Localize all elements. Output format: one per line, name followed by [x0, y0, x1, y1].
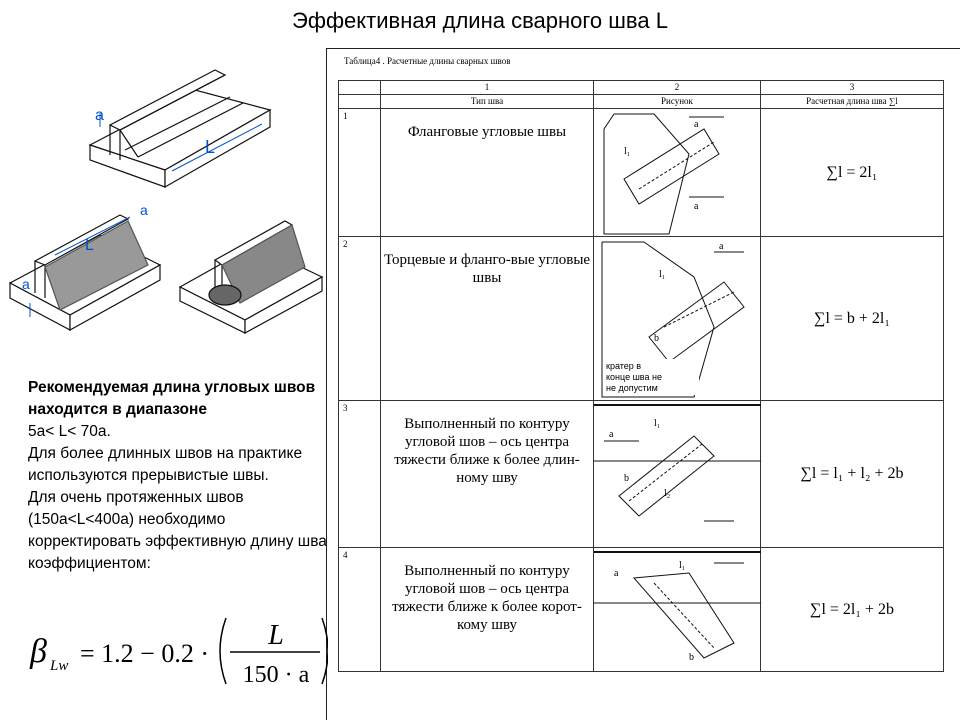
fig-label-b: b: [654, 333, 659, 344]
row-number: 3: [338, 400, 381, 548]
table-caption: Таблица4 . Расчетные длины сварных швов: [344, 56, 511, 66]
fig-label-l1: l₁: [679, 560, 685, 571]
row-number: 2: [338, 236, 381, 401]
fig-label-l1: l₁: [659, 269, 665, 280]
col-number: 2: [593, 80, 761, 95]
weld-type-text: Фланговые угловые швы: [407, 124, 567, 140]
weld-drawings: a L a L a: [8, 69, 324, 335]
header-figure: Рисунок: [593, 94, 761, 109]
table-column-numbers: 1 2 3: [338, 80, 944, 95]
table-row: 3 Выполненный по контуру угловой шов – о…: [338, 400, 944, 548]
weld-figure-cell: a l₁ a: [593, 108, 761, 237]
table-header-row: Тип шва Рисунок Расчетная длина шва ∑l: [338, 94, 944, 109]
fig-label-a: a: [694, 119, 699, 130]
formula-subscript: Lw: [49, 658, 68, 674]
row-number: 4: [338, 547, 381, 672]
label-L-mid: L: [85, 237, 94, 254]
divider-vertical: [326, 48, 327, 720]
end-flank-weld-figure: кратер в конце шва не не допустим a l₁ b: [601, 241, 745, 398]
weld-type-text: Выполненный по контуру угловой шов – ось…: [394, 416, 580, 486]
formula-beta: β: [29, 633, 47, 670]
label-a-left: a: [22, 276, 30, 292]
very-long-welds-text: Для очень протяженных швов (150a<L<400a)…: [28, 489, 327, 572]
weld-type-text: Торцевые и фланго-вые угловые швы: [383, 252, 591, 286]
weld-figure-cell: кратер в конце шва не не допустим a l₁ b: [593, 236, 761, 401]
flank-weld-figure: a l₁ a: [603, 113, 724, 235]
correction-formula: β Lw = 1.2 − 0.2 · L 150 · a: [28, 612, 329, 690]
fig-label-l1: l₁: [654, 418, 660, 429]
label-a-top: a: [95, 107, 104, 124]
weld-type-cell: Выполненный по контуру угловой шов – ось…: [380, 400, 594, 548]
contour-weld-short-figure: a l₁ b: [594, 551, 761, 663]
table-row: 1 Фланговые угловые швы a l₁ a ∑l = 2l₁: [338, 108, 944, 237]
fig-label-l2: l₂: [664, 488, 670, 499]
col-number: 1: [380, 80, 594, 95]
divider-horizontal: [326, 48, 960, 49]
table-row: 4 Выполненный по контуру угловой шов – о…: [338, 547, 944, 672]
t-joint-drawing: [88, 69, 272, 189]
weld-figure-cell: a l₁ b: [593, 547, 761, 672]
fig-label-a: a: [719, 241, 724, 252]
fig-label-a: a: [614, 568, 619, 579]
length-formula: ∑l = 2l₁: [760, 108, 944, 237]
weld-figure-cell: a l₁ l₂ b: [593, 400, 761, 548]
label-L-top: L: [205, 137, 215, 157]
fig-label-b: b: [689, 652, 694, 663]
col-number: 3: [760, 80, 944, 95]
long-welds-text: Для более длинных швов на практике испол…: [28, 445, 303, 484]
page-title: Эффективная длина сварного шва L: [292, 8, 668, 33]
fillet-weld-drawing-1: [8, 214, 162, 332]
label-a-mid: a: [140, 202, 148, 218]
fig-label-a: a: [694, 201, 699, 212]
length-formula: ∑l = 2l₁ + 2b: [760, 547, 944, 672]
formula-denominator: 150 · a: [243, 662, 310, 688]
formula-numerator: L: [267, 620, 284, 651]
weld-type-cell: Фланговые угловые швы: [380, 108, 594, 237]
weld-type-cell: Торцевые и фланго-вые угловые швы: [380, 236, 594, 401]
crater-note: кратер в конце шва не не допустим: [606, 361, 664, 393]
fig-label-a: a: [609, 429, 614, 440]
range-text: 5a< L< 70a.: [28, 423, 111, 440]
fig-label-l1: l₁: [624, 146, 630, 157]
contour-weld-long-figure: a l₁ l₂ b: [594, 404, 761, 522]
recommended-length-text: Рекомендуемая длина угловых швов находит…: [28, 379, 316, 418]
formula-rhs: = 1.2 − 0.2 ·: [80, 639, 209, 668]
header-length: Расчетная длина шва ∑l: [760, 94, 944, 109]
table-row: 2 Торцевые и фланго-вые угловые швы крат…: [338, 236, 944, 401]
row-number: 1: [338, 108, 381, 237]
length-formula: ∑l = b + 2l₁: [760, 236, 944, 401]
length-formula: ∑l = l₁ + l₂ + 2b: [760, 400, 944, 548]
weld-type-text: Выполненный по контуру угловой шов – ось…: [392, 563, 582, 633]
description-text: Рекомендуемая длина угловых швов находит…: [28, 377, 328, 609]
fig-label-b: b: [624, 473, 629, 484]
weld-type-cell: Выполненный по контуру угловой шов – ось…: [380, 547, 594, 672]
weld-length-table: 1 2 3 Тип шва Рисунок Расчетная длина шв…: [338, 80, 944, 672]
fillet-weld-drawing-2: [178, 220, 324, 335]
header-type: Тип шва: [380, 94, 594, 109]
